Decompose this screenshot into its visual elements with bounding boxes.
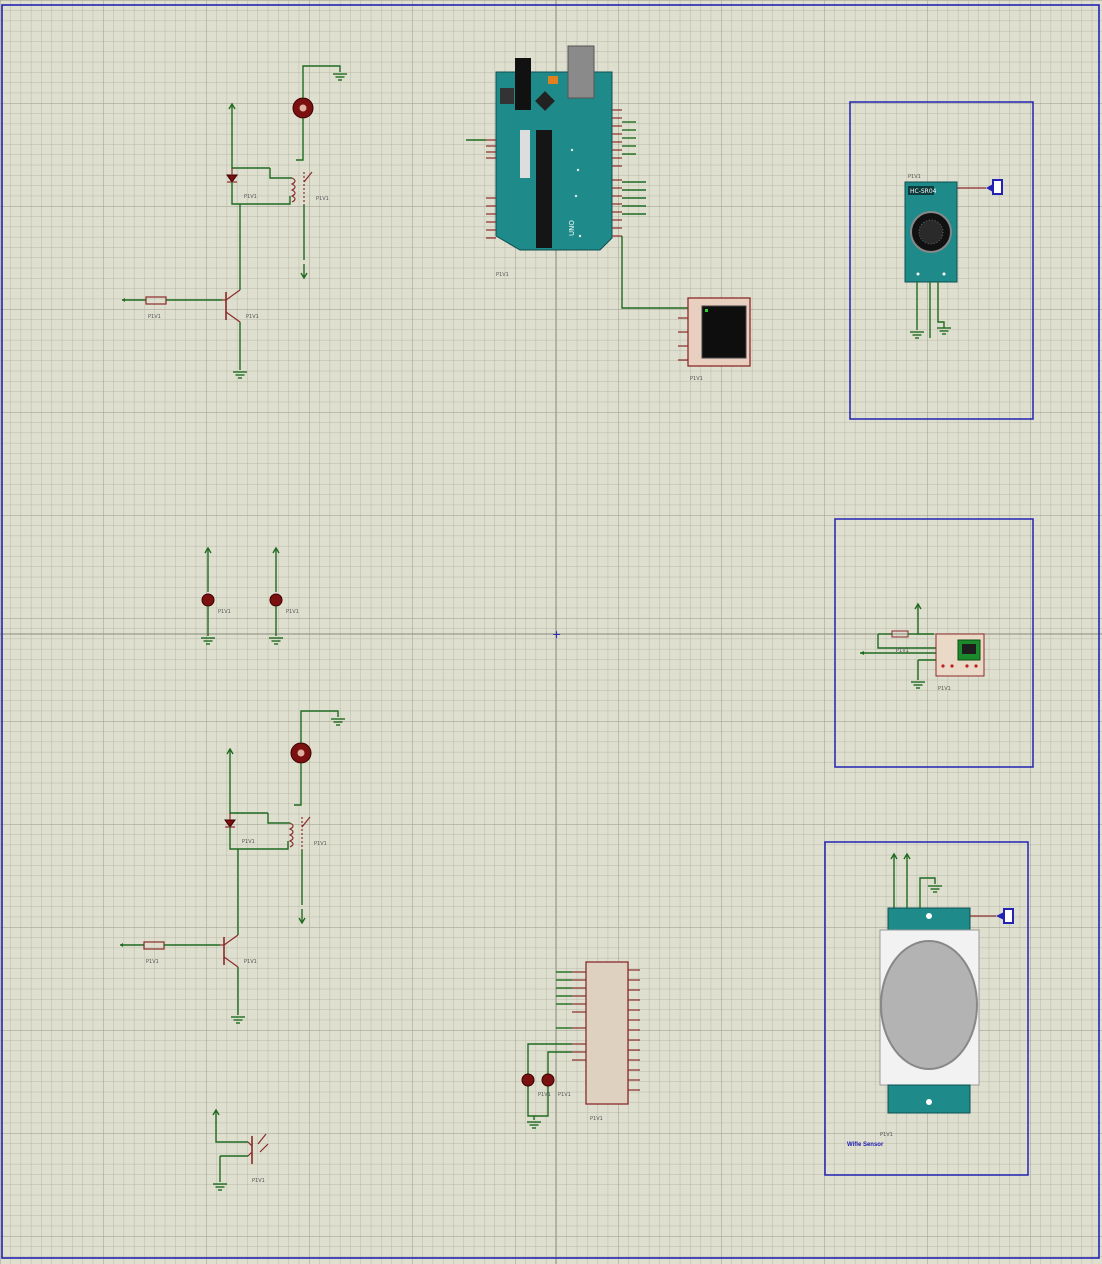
motor-driver-top[interactable]: P1V1 P1V1 P1V1 P1V1 (122, 66, 347, 378)
diode-label: P1V1 (242, 839, 255, 845)
led-indicator-3[interactable]: P1V1 (521, 1073, 551, 1098)
arduino-label: P1V1 (496, 272, 509, 278)
relay-label: P1V1 (316, 196, 329, 202)
module-text: HC-SR04 (910, 188, 937, 195)
sheet-border (1, 4, 1100, 1259)
ultrasonic-sensor[interactable]: P1V1 HC-SR04 (904, 174, 1003, 339)
ultrasonic-frame (849, 101, 1034, 420)
transistor-label: P1V1 (244, 959, 257, 965)
lcd-display[interactable]: P1V1 (678, 297, 751, 382)
origin-marker: + (552, 628, 561, 641)
pir-frame (824, 841, 1029, 1176)
board-text: UNO (568, 220, 576, 236)
led-label: P1V1 (558, 1092, 571, 1098)
transistor-label: P1V1 (246, 314, 259, 320)
led-label: P1V1 (286, 609, 299, 615)
sensor-module-label: P1V1 (938, 686, 951, 692)
phototransistor-label: P1V1 (252, 1178, 265, 1184)
phototransistor[interactable]: P1V1 (212, 1109, 269, 1191)
ultrasonic-label: P1V1 (908, 174, 921, 180)
led-label: P1V1 (538, 1092, 551, 1098)
ic-label: P1V1 (590, 1116, 603, 1122)
led-indicator-4[interactable]: P1V1 (541, 1073, 571, 1098)
resistor-label: P1V1 (146, 959, 159, 965)
relay-label: P1V1 (314, 841, 327, 847)
lcd-label: P1V1 (690, 376, 703, 382)
led-label: P1V1 (218, 609, 231, 615)
resistor-label: P1V1 (896, 648, 909, 654)
atmega-chip (536, 130, 552, 248)
sensor-module[interactable]: P1V1 P1V1 (860, 603, 985, 692)
pir-label: P1V1 (880, 1132, 893, 1138)
arduino-uno-board[interactable]: UNO P1V1 (466, 45, 688, 309)
pir-caption: Wifle Sensor (847, 1142, 884, 1148)
led-indicator-2[interactable]: P1V1 (269, 548, 299, 644)
diode-label: P1V1 (244, 194, 257, 200)
motor-driver-bottom[interactable]: P1V1 P1V1 P1V1 P1V1 (120, 711, 345, 1023)
sensor-module-frame (834, 518, 1034, 768)
pir-sensor[interactable]: P1V1 Wifle Sensor (847, 853, 1014, 1148)
resistor-label: P1V1 (148, 314, 161, 320)
led-indicator-1[interactable]: P1V1 (201, 548, 231, 644)
ic-chip[interactable]: P1V1 (526, 961, 640, 1129)
